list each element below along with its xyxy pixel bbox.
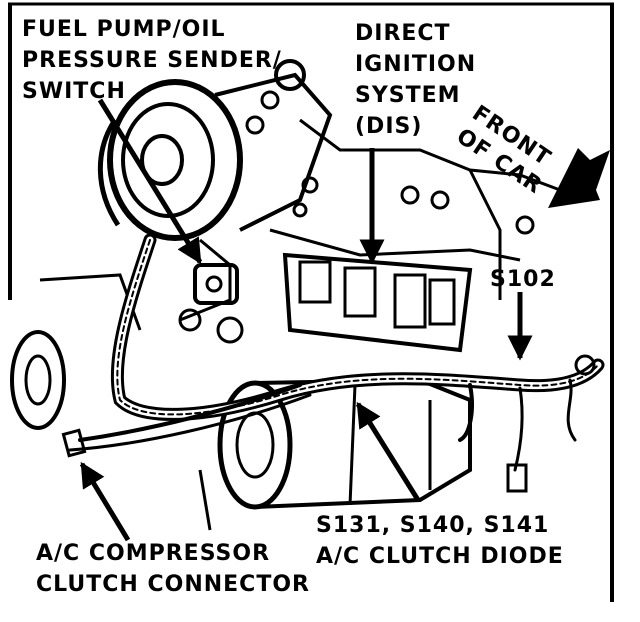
label-line: A/C COMPRESSOR xyxy=(36,541,271,566)
label-line: S102 xyxy=(490,267,556,292)
frame xyxy=(8,2,614,602)
label-line: IGNITION xyxy=(355,52,477,77)
s102-label: S102 xyxy=(490,264,556,295)
pulley-assembly xyxy=(97,59,333,241)
leader-arrows xyxy=(79,98,533,542)
label-line: FUEL PUMP/OIL xyxy=(22,17,226,42)
ac-compressor-connector-label: A/C COMPRESSOR CLUTCH CONNECTOR xyxy=(36,538,310,600)
front-of-car-arrow xyxy=(548,148,610,208)
connectors xyxy=(61,354,596,493)
wiring-harness xyxy=(68,233,605,472)
label-line: SYSTEM xyxy=(355,83,461,108)
label-line: DIRECT xyxy=(355,21,451,46)
sender-switch xyxy=(178,263,244,344)
label-line: SWITCH xyxy=(22,79,126,104)
fuel-pump-arrow xyxy=(97,98,203,265)
ac-connector-arrow xyxy=(79,461,131,542)
label-line: A/C CLUTCH DIODE xyxy=(316,544,564,569)
dis-module xyxy=(282,252,473,353)
splices-arrow xyxy=(355,401,421,502)
direct-ignition-system-label: DIRECT IGNITION SYSTEM (DIS) xyxy=(355,18,476,142)
engine-block xyxy=(179,118,561,322)
label-line: PRESSURE SENDER/ xyxy=(22,48,282,73)
label-line: (DIS) xyxy=(355,114,423,139)
label-line: CLUTCH CONNECTOR xyxy=(36,572,310,597)
label-line: S131, S140, S141 xyxy=(316,513,550,538)
splices-diode-label: S131, S140, S141 A/C CLUTCH DIODE xyxy=(316,510,564,572)
fuel-pump-oil-pressure-label: FUEL PUMP/OIL PRESSURE SENDER/ SWITCH xyxy=(22,14,282,107)
